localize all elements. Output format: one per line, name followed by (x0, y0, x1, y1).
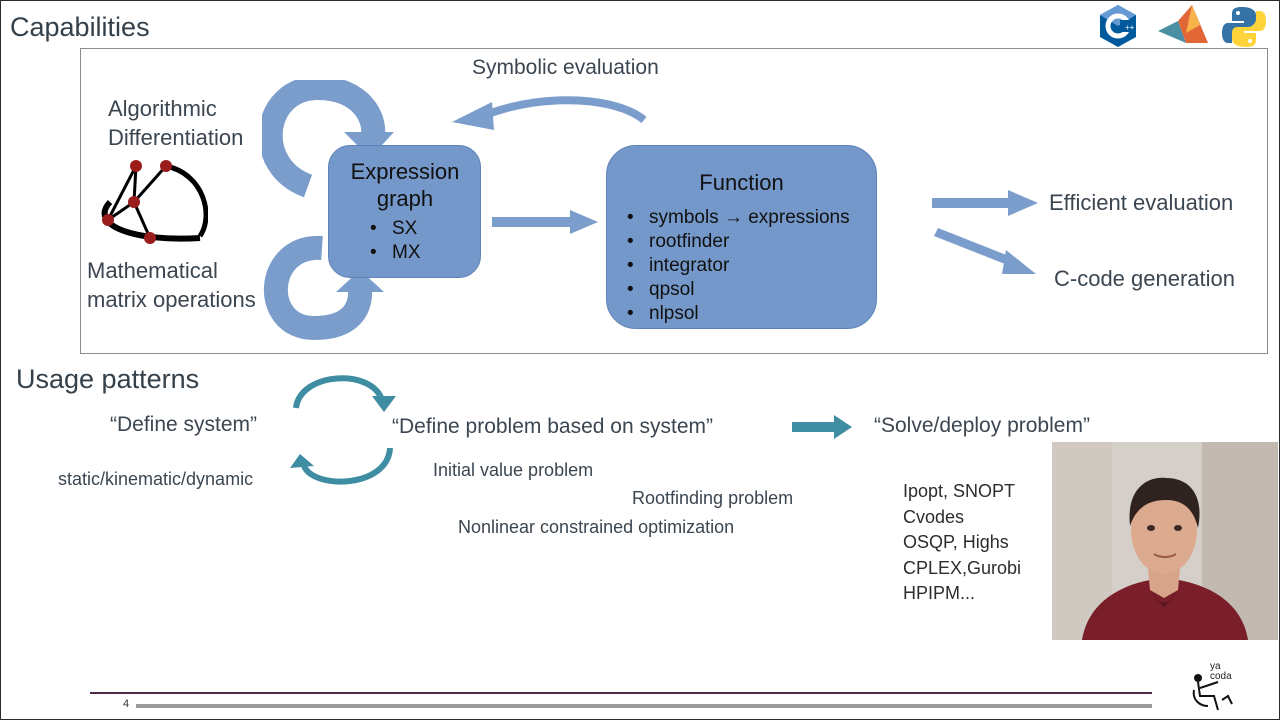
graph-line: graph (376, 186, 434, 211)
page-number: 4 (123, 698, 130, 710)
function-title: Function (699, 170, 784, 195)
brand-ya: ya (1210, 661, 1221, 672)
language-logos: ++ (1100, 5, 1266, 47)
slide-title: Capabilities (10, 12, 150, 42)
code-generation-arrow-icon (934, 228, 1036, 274)
static-kinematic-dynamic-label: static/kinematic/dynamic (58, 469, 254, 489)
list-item: Cvodes (903, 506, 965, 527)
matrix-operations-line: matrix operations (87, 287, 256, 312)
progress-bar (136, 704, 1152, 708)
solver-list: Ipopt, SNOPT Cvodes OSQP, Highs CPLEX,Gu… (903, 479, 1021, 607)
footer-rule (90, 692, 1152, 694)
list-item: CPLEX,Gurobi (903, 557, 1022, 578)
algorithmic-differentiation-label: Algorithmic Differentiation (108, 94, 243, 152)
problem-type-nlp: Nonlinear constrained optimization (458, 517, 735, 537)
list-item: qpsol (625, 278, 850, 302)
efficient-evaluation-label: Efficient evaluation (1049, 190, 1234, 215)
symbolic-evaluation-label: Symbolic evaluation (472, 56, 659, 79)
brand-coda: coda (1210, 671, 1232, 682)
define-system-label: “Define system” (110, 413, 258, 436)
differentiation-line: Differentiation (108, 125, 244, 150)
usage-bottom-arrow-icon (290, 447, 393, 485)
usage-cycle-arrows (290, 375, 396, 485)
bottom-cycle-arrow-icon (263, 235, 384, 341)
problem-type-initial-value: Initial value problem (433, 460, 594, 480)
list-item: Ipopt, SNOPT (903, 481, 1016, 501)
solve-deploy-label: “Solve/deploy problem” (874, 414, 1090, 437)
list-item: integrator (625, 254, 850, 278)
list-item: SX (368, 217, 421, 241)
yacoda-logo-icon (1192, 674, 1233, 711)
cpp-logo-icon: ++ (1100, 5, 1136, 47)
presenter-video-icon (1052, 442, 1278, 640)
symbolic-evaluation-arrow-icon (452, 96, 647, 130)
list-item: nlpsol (625, 302, 850, 326)
capabilities-panel (80, 48, 1268, 354)
usage-patterns-title: Usage patterns (16, 364, 200, 394)
presenter-webcam (1052, 442, 1278, 640)
function-list: symbols → expressions rootfinder integra… (625, 206, 850, 326)
c-code-generation-label: C-code generation (1054, 266, 1236, 291)
list-item: HPIPM... (903, 583, 976, 603)
yacoda-text: ya coda (1210, 662, 1232, 682)
usage-top-arrow-icon (293, 375, 396, 412)
list-item: OSQP, Highs (903, 532, 1009, 552)
define-to-solve-arrow-icon (792, 415, 852, 439)
output-arrows (932, 190, 1038, 274)
expression-line: Expression (350, 159, 460, 184)
python-logo-icon (1222, 7, 1266, 47)
define-problem-label: “Define problem based on system” (392, 415, 713, 438)
list-item: rootfinder (625, 230, 850, 254)
expression-graph-title: Expression graph (340, 158, 470, 212)
expression-to-function-arrow-icon (492, 210, 598, 234)
efficient-evaluation-arrow-icon (932, 190, 1038, 216)
svg-text:++: ++ (1125, 23, 1135, 32)
matrix-operations-label: Mathematical matrix operations (87, 256, 256, 314)
mathematical-line: Mathematical (87, 258, 218, 283)
list-item: MX (368, 241, 421, 265)
matlab-logo-icon (1158, 5, 1208, 43)
graph-diagram-icon (101, 160, 208, 244)
algorithmic-line: Algorithmic (108, 96, 217, 121)
list-item: symbols → expressions (625, 206, 850, 230)
problem-type-rootfinding: Rootfinding problem (632, 488, 794, 508)
expression-graph-list: SX MX (368, 217, 421, 265)
